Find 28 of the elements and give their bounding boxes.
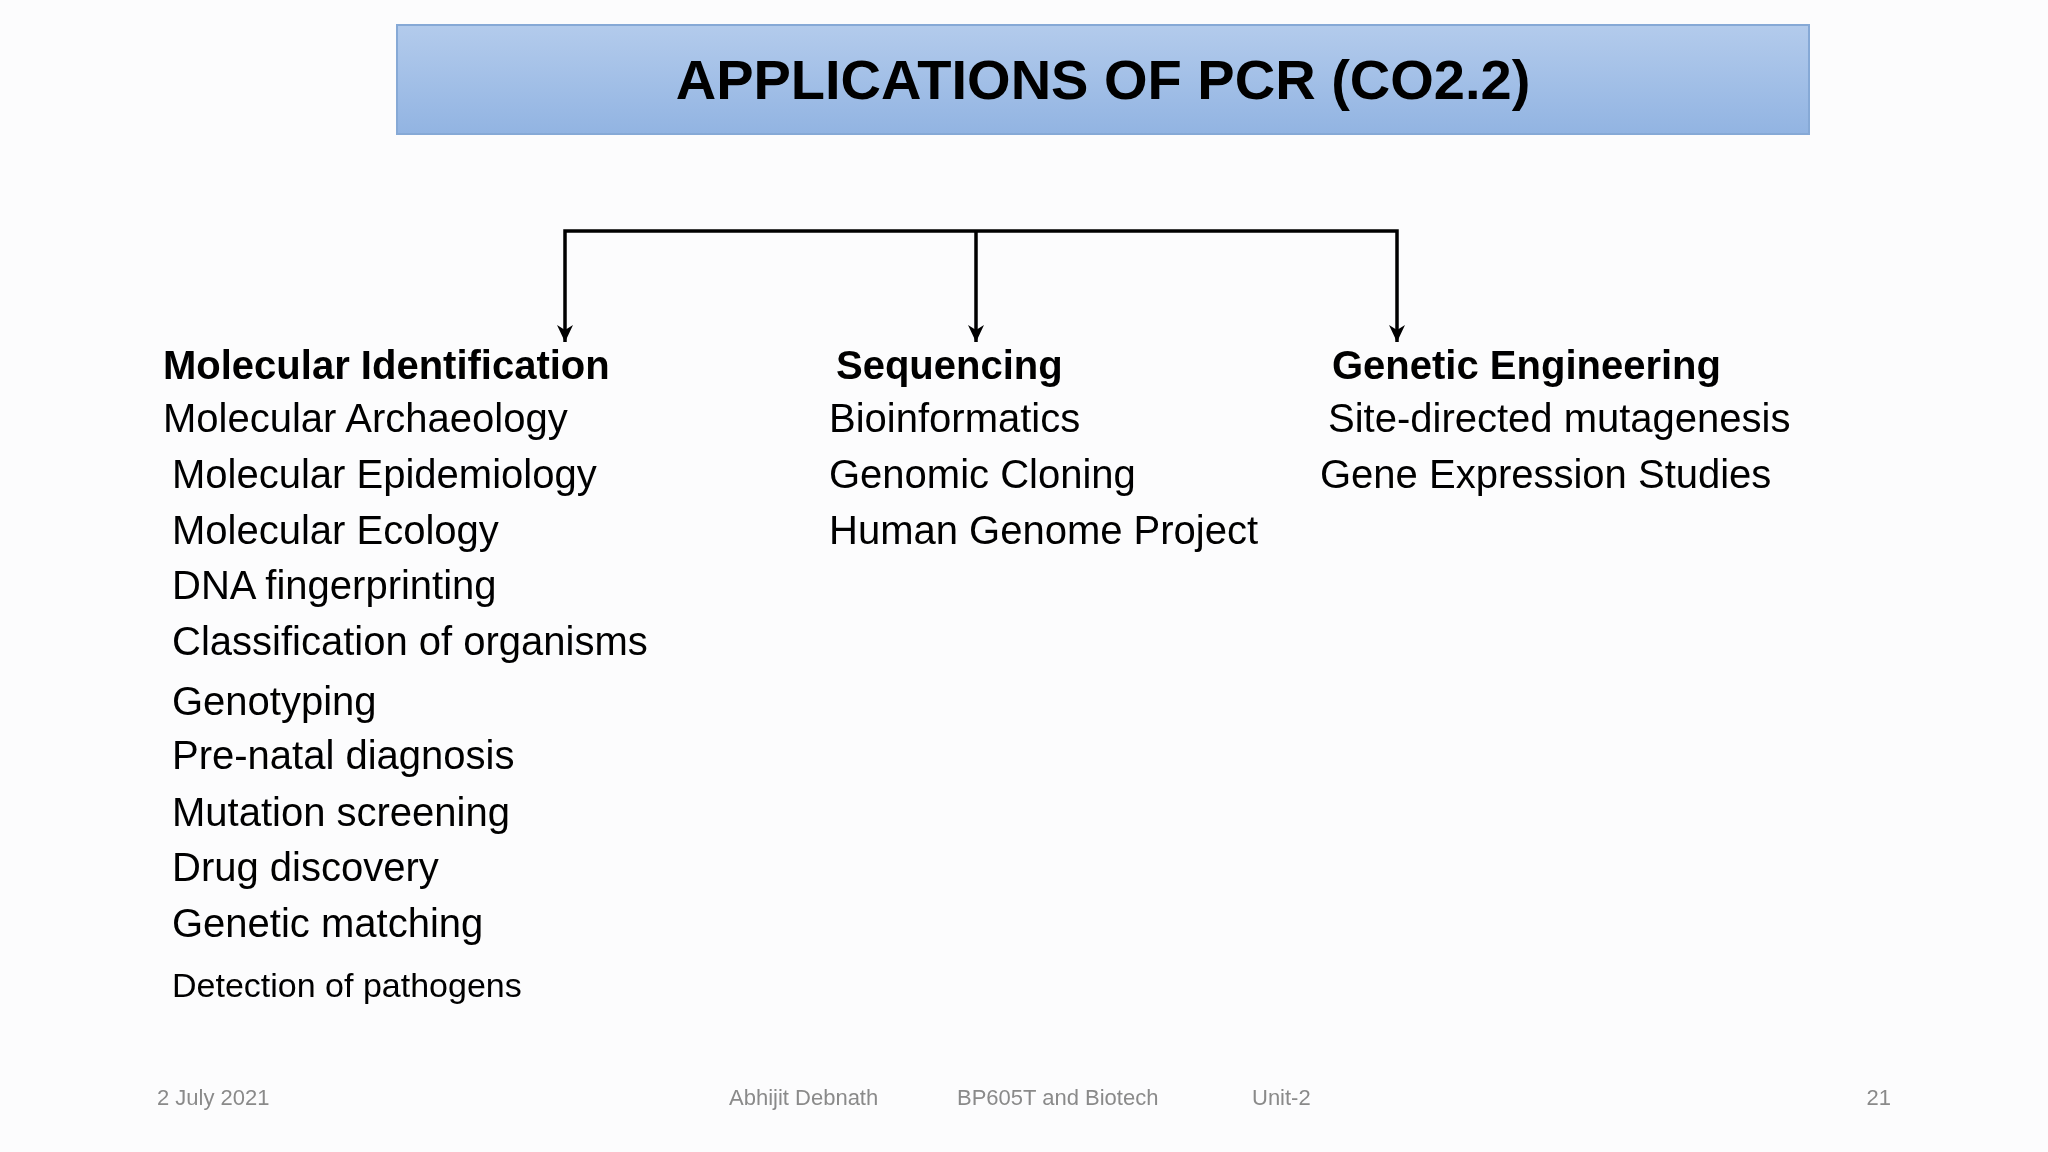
arrow — [968, 231, 984, 342]
list-item: Molecular Ecology — [172, 507, 499, 553]
arrow — [976, 229, 1405, 342]
unit-label: Unit-2 — [1252, 1085, 1311, 1111]
footer-date: 2 July 2021 — [157, 1085, 270, 1111]
list-item: Molecular Archaeology — [163, 395, 568, 441]
arrow — [557, 229, 976, 342]
list-item: Genomic Cloning — [829, 451, 1136, 497]
list-item: Classification of organisms — [172, 618, 648, 664]
list-item: Genotyping — [172, 678, 377, 724]
list-item: Mutation screening — [172, 789, 510, 835]
list-item: Gene Expression Studies — [1320, 451, 1772, 497]
list-item: Human Genome Project — [829, 507, 1259, 553]
list-item: Genetic matching — [172, 900, 484, 946]
course-code: BP605T and Biotech — [957, 1085, 1159, 1111]
list-item: DNA fingerprinting — [172, 562, 497, 608]
title-banner: APPLICATIONS OF PCR (CO2.2) — [396, 24, 1810, 135]
list-item: Detection of pathogens — [172, 965, 522, 1006]
list-item: Pre-natal diagnosis — [172, 732, 515, 778]
list-item: Drug discovery — [172, 844, 439, 890]
list-item: Site-directed mutagenesis — [1328, 395, 1791, 441]
list-item: Molecular Epidemiology — [172, 451, 597, 497]
page-number: 21 — [1866, 1085, 1891, 1111]
category-heading: Genetic Engineering — [1332, 342, 1721, 388]
category-heading: Molecular Identification — [163, 342, 610, 388]
category-heading: Sequencing — [836, 342, 1063, 388]
list-item: Bioinformatics — [829, 395, 1081, 441]
author-name: Abhijit Debnath — [729, 1085, 879, 1111]
